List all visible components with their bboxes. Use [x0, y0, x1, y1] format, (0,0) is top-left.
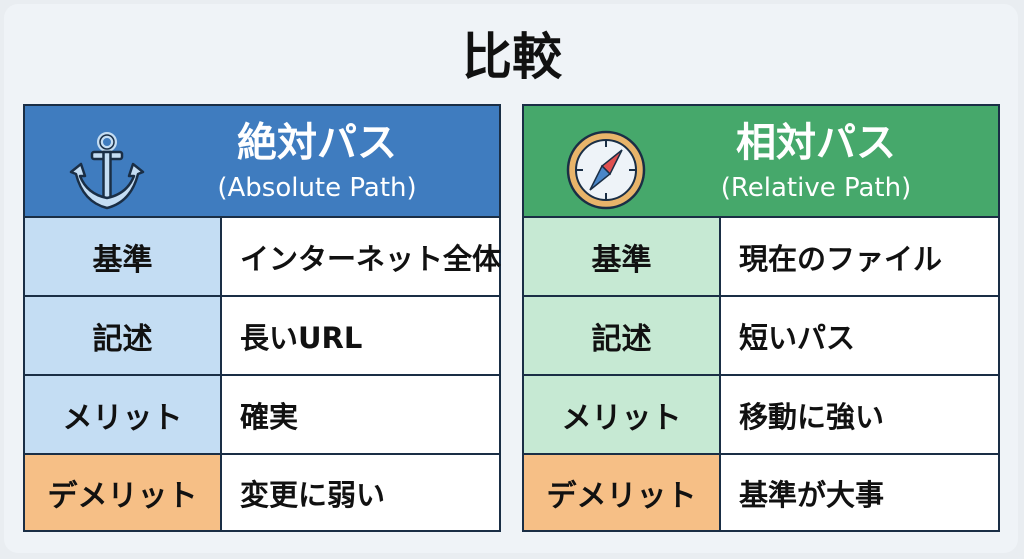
table-header: 相対パス (Relative Path) [524, 106, 998, 216]
row-label: デメリット [524, 455, 719, 530]
row-value: 長いURL [222, 297, 499, 374]
anchor-icon [69, 132, 145, 210]
table-row: デメリット 基準が大事 [524, 455, 998, 530]
row-label: 記述 [25, 297, 220, 374]
table-title: 相対パス [736, 120, 896, 166]
row-label: メリット [524, 376, 719, 453]
table-header: 絶対パス (Absolute Path) [25, 106, 499, 216]
row-label: メリット [25, 376, 220, 453]
table-row: 記述 短いパス [524, 297, 998, 374]
table-row: 基準 現在のファイル [524, 218, 998, 295]
row-value: 移動に強い [721, 376, 998, 453]
table-row: デメリット 変更に弱い [25, 455, 499, 530]
relative-path-table: 相対パス (Relative Path) 基準 現在のファイル 記述 短いパス … [522, 104, 1000, 532]
absolute-path-table: 絶対パス (Absolute Path) 基準 インターネット全体 記述 長いU… [23, 104, 501, 532]
table-row: 基準 インターネット全体 [25, 218, 501, 295]
row-label: 基準 [25, 218, 220, 295]
row-value: 変更に弱い [222, 455, 499, 530]
row-value: 確実 [222, 376, 499, 453]
row-label: 基準 [524, 218, 719, 295]
table-title: 絶対パス [237, 120, 397, 166]
row-value: 基準が大事 [721, 455, 998, 530]
table-subtitle: (Relative Path) [720, 173, 912, 203]
row-label: デメリット [25, 455, 220, 530]
row-label: 記述 [524, 297, 719, 374]
page-title: 比較 [462, 28, 562, 86]
table-row: 記述 長いURL [25, 297, 499, 374]
compass-icon [566, 130, 646, 210]
table-row: メリット 確実 [25, 376, 499, 453]
row-value: 短いパス [721, 297, 998, 374]
table-row: メリット 移動に強い [524, 376, 998, 453]
row-value: インターネット全体 [222, 218, 501, 295]
table-subtitle: (Absolute Path) [217, 173, 417, 203]
row-value: 現在のファイル [721, 218, 998, 295]
